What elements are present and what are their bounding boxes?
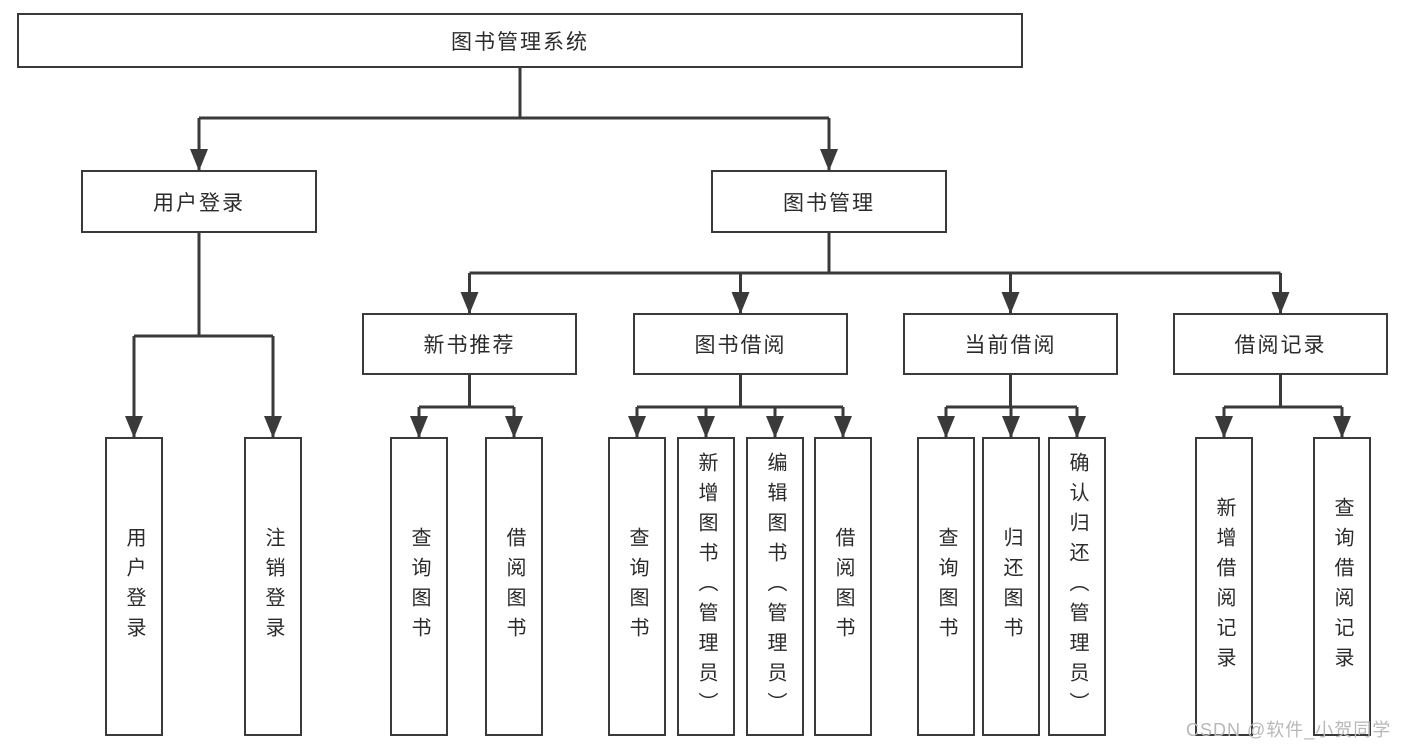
leaf-query-books-borrow: 查询图书 xyxy=(608,437,666,736)
leaf-edit-book-admin: 编辑图书（管理员） xyxy=(746,437,804,736)
leaf-borrow-books: 借阅图书 xyxy=(814,437,872,736)
leaf-add-book-admin: 新增图书（管理员） xyxy=(677,437,735,736)
leaf-user-login: 用户登录 xyxy=(105,437,163,736)
node-user-login: 用户登录 xyxy=(81,170,317,233)
leaf-logout: 注销登录 xyxy=(244,437,302,736)
node-current-borrow: 当前借阅 xyxy=(903,313,1118,375)
node-new-book-recommend: 新书推荐 xyxy=(362,313,577,375)
node-book-borrow: 图书借阅 xyxy=(633,313,848,375)
leaf-query-borrow-record: 查询借阅记录 xyxy=(1313,437,1371,736)
leaf-confirm-return-admin: 确认归还（管理员） xyxy=(1048,437,1106,736)
leaf-query-books-current: 查询图书 xyxy=(917,437,975,736)
leaf-borrow-books-recommend: 借阅图书 xyxy=(485,437,543,736)
csdn-watermark: CSDN @软件_小贺同学 xyxy=(1186,720,1392,740)
node-borrow-records: 借阅记录 xyxy=(1173,313,1388,375)
leaf-return-book: 归还图书 xyxy=(982,437,1040,736)
node-library-management-system: 图书管理系统 xyxy=(17,13,1023,68)
leaf-add-borrow-record: 新增借阅记录 xyxy=(1195,437,1253,736)
node-book-management: 图书管理 xyxy=(711,170,947,233)
arrow-lines xyxy=(125,118,1351,438)
leaf-query-books-recommend: 查询图书 xyxy=(390,437,448,736)
